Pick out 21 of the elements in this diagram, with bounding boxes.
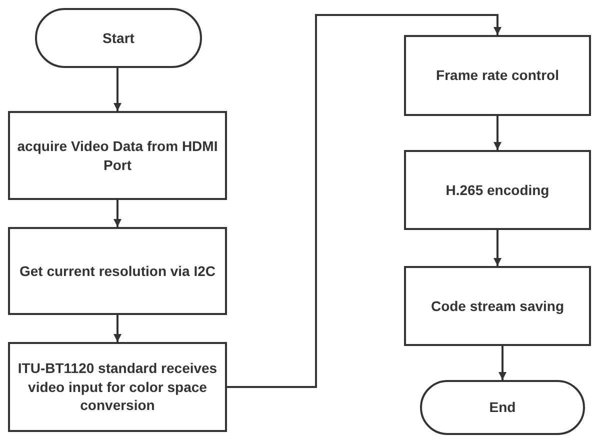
step-text: H.265 encoding: [444, 180, 550, 200]
step-text: acquire Video Data from HDMI Port: [16, 136, 219, 174]
process-box: [404, 150, 591, 230]
step-text: End: [488, 398, 517, 417]
arrow: [114, 200, 122, 227]
process-box: [8, 227, 227, 315]
arrow: [114, 68, 122, 111]
step-text: Frame rate control: [435, 66, 560, 85]
arrow: [494, 116, 502, 150]
process-box: [404, 266, 591, 346]
process-box: [8, 342, 227, 432]
process-box: [8, 111, 227, 200]
step-text: ITU-BT1120 standard receives video input for color space conversion: [16, 358, 218, 416]
step-text: Get current resolution via I2C: [18, 262, 217, 280]
arrow: [494, 230, 502, 266]
arrow: [114, 315, 122, 342]
arrow: [227, 14, 502, 388]
process-box: [404, 35, 591, 116]
arrow: [498, 346, 506, 380]
step-text: Start: [102, 28, 136, 48]
step-text: Code stream saving: [430, 296, 566, 316]
